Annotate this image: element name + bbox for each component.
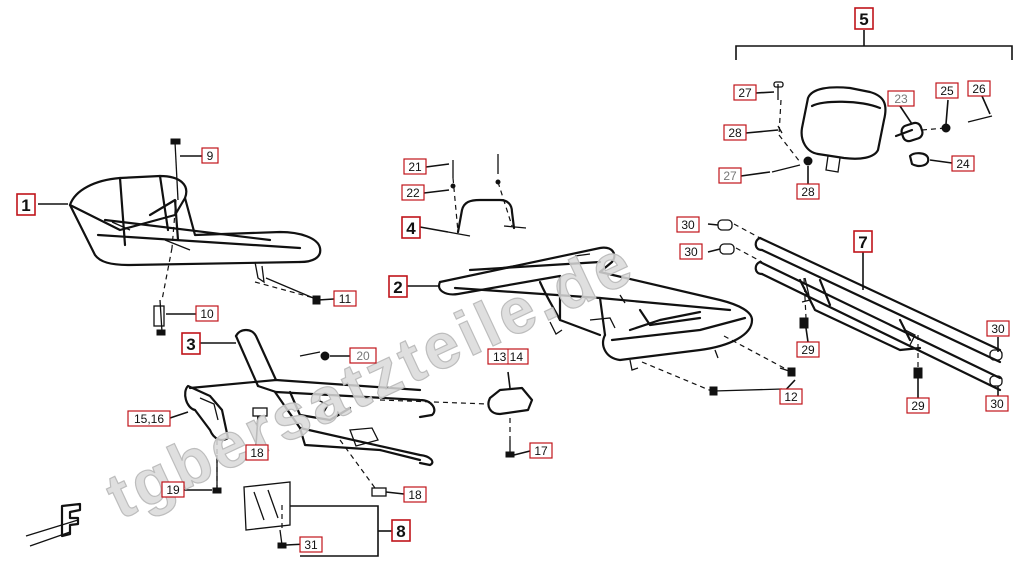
callout-28a[interactable]: 28	[723, 124, 747, 141]
callout-3-label: 3	[186, 335, 195, 354]
callout-3[interactable]: 3	[181, 332, 201, 355]
callout-30b[interactable]: 30	[679, 243, 703, 260]
callout-12-label: 12	[784, 390, 798, 404]
callout-31[interactable]: 31	[299, 536, 323, 553]
callout-26[interactable]: 26	[967, 80, 991, 97]
callout-11-label: 11	[339, 292, 352, 306]
callout-22[interactable]: 22	[401, 184, 425, 201]
callout-27b-label: 27	[723, 169, 737, 183]
bracket-8	[290, 505, 392, 557]
brand-logo: F	[25, 502, 82, 547]
callout-4[interactable]: 4	[401, 216, 421, 239]
callout-28a-label: 28	[728, 126, 742, 140]
callout-9[interactable]: 9	[201, 147, 219, 164]
callout-20-label: 20	[356, 349, 370, 363]
callout-30a-label: 30	[681, 218, 695, 232]
callout-25-label: 25	[940, 84, 954, 98]
callout-7-label: 7	[858, 233, 867, 252]
callout-29a[interactable]: 29	[796, 341, 820, 358]
callout-15-16[interactable]: 15,16	[127, 410, 171, 427]
leader-lines	[38, 91, 999, 546]
callout-2-label: 2	[393, 278, 402, 297]
callout-15-16-label: 15,16	[134, 412, 164, 426]
assembly-guides	[161, 99, 947, 530]
callout-30a[interactable]: 30	[676, 216, 700, 233]
callout-23[interactable]: 23	[887, 90, 915, 107]
callout-23-label: 23	[894, 92, 908, 106]
callout-24-label: 24	[956, 157, 970, 171]
callout-2[interactable]: 2	[388, 275, 408, 298]
part-4-handle[interactable]	[447, 198, 527, 237]
callout-26-label: 26	[972, 82, 986, 96]
callout-29b-label: 29	[911, 399, 925, 413]
callout-18a[interactable]: 18	[245, 444, 269, 461]
callout-27a[interactable]: 27	[733, 84, 757, 101]
bracket-5	[735, 30, 1013, 60]
callout-24[interactable]: 24	[951, 155, 975, 172]
callout-22-label: 22	[406, 186, 420, 200]
callout-10[interactable]: 10	[195, 305, 219, 322]
callout-29a-label: 29	[801, 343, 815, 357]
callout-21-label: 21	[408, 160, 422, 174]
callout-30d[interactable]: 30	[985, 395, 1009, 412]
callout-11[interactable]: 11	[333, 290, 357, 307]
callout-5-label: 5	[859, 10, 868, 29]
callout-12[interactable]: 12	[779, 388, 803, 405]
callout-20[interactable]: 20	[349, 347, 377, 364]
callout-27a-label: 27	[738, 86, 752, 100]
callout-5[interactable]: 5	[854, 7, 874, 30]
callout-8[interactable]: 8	[391, 519, 411, 542]
callout-30c[interactable]: 30	[986, 320, 1010, 337]
callout-17[interactable]: 17	[529, 442, 553, 459]
part-5-backrest-kit[interactable]	[800, 86, 930, 173]
callout-19-label: 19	[166, 483, 180, 497]
part-7-side-rails[interactable]	[754, 236, 1002, 392]
callout-13-14-label: 13 14	[493, 350, 523, 364]
callout-9-label: 9	[207, 149, 214, 163]
callout-30d-label: 30	[990, 397, 1004, 411]
callout-4-label: 4	[406, 219, 416, 238]
callout-28b-label: 28	[801, 185, 815, 199]
part-13-14-lamp[interactable]	[487, 386, 534, 416]
callout-21[interactable]: 21	[403, 158, 427, 175]
callout-25[interactable]: 25	[935, 82, 959, 99]
part-2-rear-rack[interactable]	[437, 246, 754, 371]
callout-29b[interactable]: 29	[906, 397, 930, 414]
callout-27b[interactable]: 27	[718, 167, 742, 184]
callout-7[interactable]: 7	[853, 230, 873, 253]
callout-18b-label: 18	[408, 488, 422, 502]
part-3-front-bumper[interactable]	[184, 328, 436, 467]
callout-31-label: 31	[304, 538, 318, 552]
callout-18b[interactable]: 18	[403, 486, 427, 503]
callout-17-label: 17	[534, 444, 548, 458]
callout-18a-label: 18	[250, 446, 264, 460]
callout-30c-label: 30	[991, 322, 1005, 336]
callout-13-14[interactable]: 13 14	[487, 348, 529, 365]
part-1-front-rack[interactable]	[68, 174, 322, 284]
callout-30b-label: 30	[684, 245, 698, 259]
callout-28b[interactable]: 28	[796, 183, 820, 200]
callout-19[interactable]: 19	[161, 481, 185, 498]
callout-1-label: 1	[21, 196, 30, 215]
callout-1[interactable]: 1	[16, 193, 36, 216]
callout-10-label: 10	[200, 307, 214, 321]
callout-8-label: 8	[396, 522, 405, 541]
